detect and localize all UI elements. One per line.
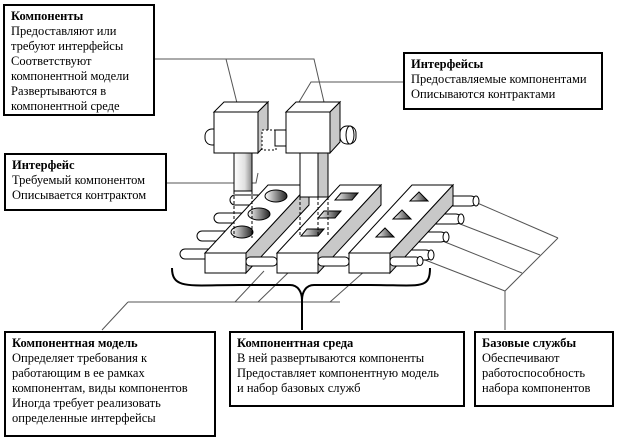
required-interface-box: Интерфейс Требуемый компонентом Описывае… — [4, 153, 167, 211]
platform-1 — [203, 183, 311, 275]
component-environment-line: В ней развертываются компоненты — [237, 351, 425, 365]
component-model-line: компонентам, виды компонентов — [12, 381, 188, 395]
connector-lines — [101, 58, 559, 331]
component-environment-title: Компонентная среда — [237, 336, 354, 350]
components-line: Соответствуют — [11, 54, 92, 68]
provided-interfaces-title: Интерфейсы — [411, 57, 484, 71]
component-environment-box: Компонентная среда В ней развертываются … — [229, 331, 465, 407]
connector-services-1 — [474, 201, 559, 239]
components-line: Развертываются в — [11, 84, 107, 98]
components-title: Компоненты — [11, 9, 84, 23]
components-line: компонентной среде — [11, 99, 120, 113]
basic-services-line: набора компонентов — [482, 381, 591, 395]
connector-component-model — [128, 270, 265, 303]
connector-model-f — [101, 301, 129, 331]
required-interface-title: Интерфейс — [12, 158, 75, 172]
platform-3 — [347, 183, 455, 275]
required-interface-line: Требуемый компонентом — [12, 173, 146, 187]
platform-2 — [275, 183, 383, 275]
components-line: Предоставляют или — [11, 24, 117, 38]
platforms — [203, 183, 455, 275]
provided-interfaces-line: Предоставляемые компонентами — [411, 72, 587, 86]
component-cubes — [204, 100, 357, 238]
provided-interfaces-box: Интерфейсы Предоставляемые компонентами … — [403, 52, 603, 110]
component-cube-right — [274, 100, 357, 198]
component-model-line: Иногда требует реализовать — [12, 396, 161, 410]
required-interface-line: Описывается контрактом — [12, 188, 147, 202]
basic-services-line: Обеспечивают — [482, 351, 560, 365]
components-line: компонентной модели — [11, 69, 130, 83]
component-environment-line: и набор базовых служб — [237, 381, 361, 395]
basic-services-title: Базовые службы — [482, 336, 577, 350]
connector-services-2 — [454, 221, 541, 256]
components-line: требуют интерфейсы — [11, 39, 124, 53]
component-model-line: Определяет требования к — [12, 351, 148, 365]
component-environment-line: Предоставляет компонентную модель — [237, 366, 439, 380]
basic-services-line: работоспособность — [482, 366, 586, 380]
component-cube-left — [204, 100, 277, 192]
provided-interfaces-line: Описываются контрактами — [411, 87, 556, 101]
front-rails — [245, 256, 424, 267]
component-model-line: определенные интерфейсы — [12, 411, 156, 425]
connector-required-interface — [167, 172, 259, 184]
components-box: Компоненты Предоставляют или требуют инт… — [3, 4, 155, 116]
connector-components-2 — [226, 58, 328, 116]
connector-services-4 — [419, 257, 506, 292]
component-model-title: Компонентная модель — [12, 336, 138, 350]
connector-services-3 — [439, 239, 523, 274]
basic-services-box: Базовые службы Обеспечивают работоспособ… — [474, 331, 614, 407]
component-model-line: работающим в ее рамках — [12, 366, 145, 380]
component-model-box: Компонентная модель Определяет требовани… — [4, 331, 216, 437]
